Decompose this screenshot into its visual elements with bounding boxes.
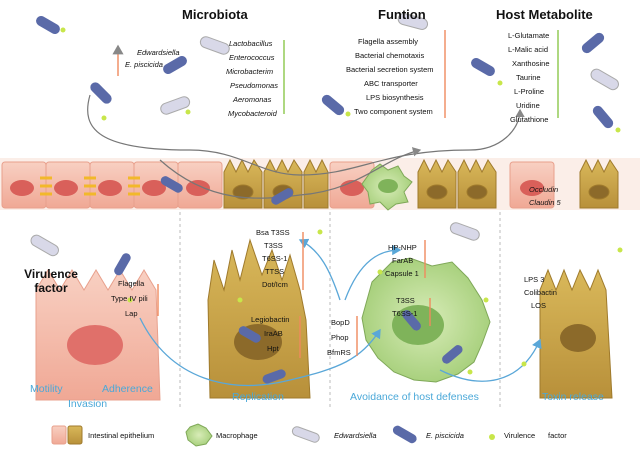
virulence-item-3: Lap <box>125 309 138 318</box>
legend-edwardsiella-label: Edwardsiella <box>334 431 377 440</box>
legend-swatches <box>51 423 495 447</box>
stage-motility: Motility <box>30 383 63 395</box>
junction-protein-1: Occludin <box>529 185 559 194</box>
legend-piscicida-label: E. piscicida <box>426 431 464 440</box>
stage-invasion: Invasion <box>68 398 108 410</box>
function-4: ABC transporter <box>364 79 418 88</box>
taxon-decreased-2: Enterococcus <box>229 53 275 62</box>
regulator-1: BopD <box>331 318 350 327</box>
stage-replication: Replication <box>232 391 284 403</box>
stage-flow-arrows <box>139 238 542 386</box>
microbiota-header: Microbiota <box>182 7 248 22</box>
taxon-decreased-1: Lactobacillus <box>229 39 273 48</box>
function-5: LPS biosynthesis <box>366 93 424 102</box>
taxon-increased-1: Edwardsiella <box>137 48 180 57</box>
host-metabolite-header: Host Metabolite <box>496 7 593 22</box>
toxin-cell <box>539 268 613 399</box>
legend-epithelium-label: Intestinal epithelium <box>88 431 155 440</box>
secretion-3: T6SS-1 <box>262 254 288 263</box>
function-1: Flagella assembly <box>358 37 419 46</box>
virulence-dots <box>60 27 623 375</box>
secretion-4: TTSS <box>265 267 285 276</box>
defense-3: Capsule 1 <box>385 269 419 278</box>
metabolite-2: L-Malic acid <box>508 45 549 54</box>
taxon-decreased-5: Aeromonas <box>233 95 272 104</box>
macrophage-secretion-1: T3SS <box>396 296 415 305</box>
metabolite-7: Glutathione <box>510 115 549 124</box>
bacteria-trajectory <box>87 94 525 199</box>
iron-2: IraAB <box>264 329 283 338</box>
stage-avoidance: Avoidance of host defenses <box>350 391 479 403</box>
legend-macrophage-label: Macrophage <box>216 431 258 440</box>
edwardsiella-bacteria <box>30 13 619 257</box>
metabolite-4: Taurine <box>516 73 541 82</box>
taxon-increased-2: E. piscicida <box>125 60 163 69</box>
function-header: Funtion <box>378 7 426 22</box>
green-macrophage-small <box>361 163 413 211</box>
metabolite-1: L-Glutamate <box>508 31 550 40</box>
stage-separators <box>179 212 501 410</box>
junction-protein-2: Claudin 5 <box>529 198 561 207</box>
invasion-cell <box>35 269 161 401</box>
metabolite-5: L-Proline <box>514 87 545 96</box>
function-2: Bacterial chemotaxis <box>355 51 425 60</box>
taxon-decreased-6: Mycobacteroid <box>228 109 277 118</box>
regulator-2: Phop <box>331 333 349 342</box>
tight-junctions <box>40 176 140 196</box>
taxon-decreased-4: Pseudomonas <box>230 81 278 90</box>
secretion-5: Dot/Icm <box>262 280 288 289</box>
function-3: Bacterial secretion system <box>346 65 434 74</box>
virulence-item-2: Type IV pili <box>111 294 148 303</box>
pink-epithelial-cells <box>1 161 555 209</box>
macrophage-secretion-2: T6SS-1 <box>392 309 418 318</box>
e-piscicida-bacteria <box>36 16 614 384</box>
trend-arrows <box>112 30 559 358</box>
legend-factor-label: factor <box>548 431 567 440</box>
metabolite-6: Uridine <box>516 101 540 110</box>
toxin-2: Colibactin <box>524 288 557 297</box>
secretion-1: Bsa T3SS <box>256 228 290 237</box>
metabolite-3: Xanthosine <box>512 59 550 68</box>
stage-toxin: Toxin release <box>542 391 604 403</box>
virulence-item-1: Flagella <box>118 279 145 288</box>
function-6: Two component system <box>354 107 433 116</box>
macrophage-cell <box>361 257 491 383</box>
regulator-3: BfmRS <box>327 348 351 357</box>
legend-virulence-label: Virulence <box>504 431 536 440</box>
secretion-2: T3SS <box>264 241 283 250</box>
toxin-3: LOS <box>531 301 547 310</box>
iron-3: Hpt <box>267 344 279 353</box>
stage-adherence: Adherence <box>102 383 153 395</box>
toxin-1: LPS 3 <box>524 275 545 284</box>
defense-2: FarAB <box>392 256 414 265</box>
epithelium-row <box>0 158 640 211</box>
virulence-factor-title: Virulence factor <box>24 267 78 295</box>
iron-1: Legiobactin <box>251 315 290 324</box>
taxon-decreased-3: Microbacterim <box>226 67 274 76</box>
defense-1: HP-NHP <box>388 243 417 252</box>
